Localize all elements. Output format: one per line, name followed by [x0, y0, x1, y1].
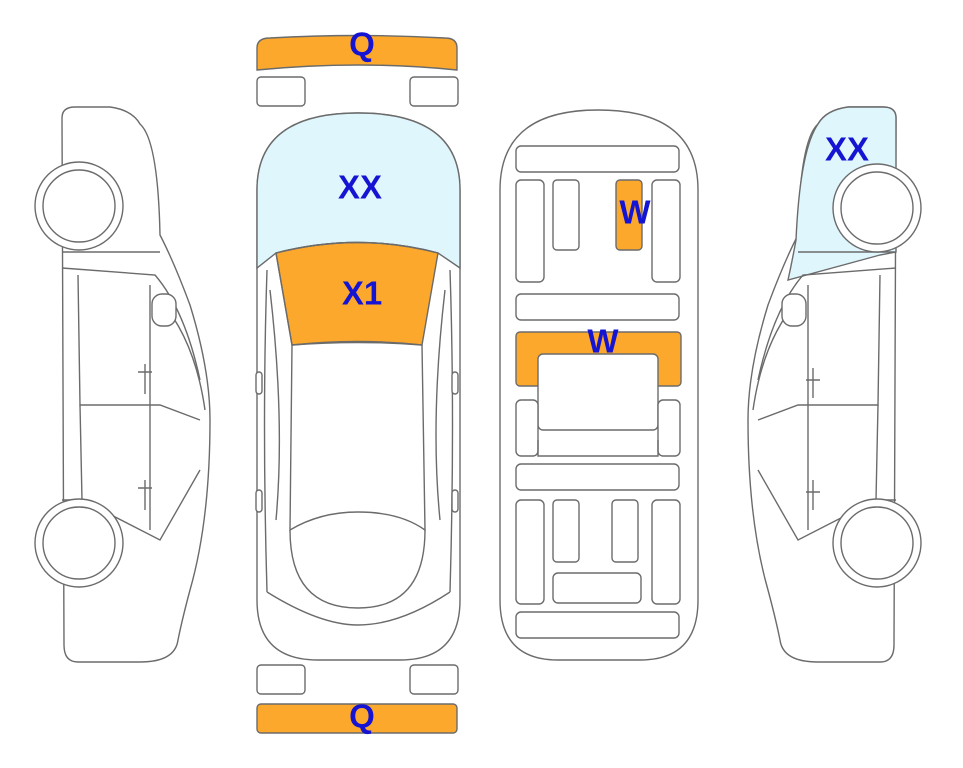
left-side-mirror [151, 293, 177, 327]
top-view-glass-outline [275, 241, 439, 254]
left-side-wheel-front-inner [42, 169, 116, 243]
rear-bumper-label: Q [349, 698, 375, 735]
interior-dashboard [515, 145, 680, 173]
interior-front-seat-left-outer [515, 179, 545, 283]
interior-rear-panel-join [537, 440, 659, 457]
top-view-rear-lines [266, 591, 451, 626]
front-bumper-area [256, 34, 458, 71]
top-view [255, 34, 461, 734]
right-side-wheel-rear-inner [840, 506, 914, 580]
right-side-view [747, 106, 922, 663]
interior-front-seat-left-inner [552, 179, 580, 251]
top-view-side-left [263, 269, 268, 593]
front-bumper-label: Q [349, 26, 375, 63]
top-view-mirror-left [255, 371, 263, 395]
right-side-handle-rear [806, 480, 820, 510]
top-view-fender-left [269, 289, 281, 521]
interior-rear-panel-right [657, 399, 681, 457]
interior-row-label: W [587, 323, 619, 360]
interior-rear-bench [552, 572, 642, 604]
interior-trunk [515, 611, 680, 639]
interior-rear-panel-left [515, 399, 539, 457]
interior-rear-seat-left-inner [552, 499, 580, 563]
front-light-right [409, 76, 459, 107]
right-side-mirror [781, 293, 807, 327]
left-side-door-front [77, 274, 201, 421]
interior-rear-seat-right-inner [611, 499, 639, 563]
left-side-beltline [61, 267, 201, 381]
right-side-handle-front [806, 368, 820, 398]
windshield-label: XX [338, 169, 382, 206]
right-side-door-front [757, 274, 881, 421]
left-side-handle-rear [138, 480, 152, 510]
top-view-a-pillar-left [275, 252, 426, 532]
interior-console [515, 293, 680, 321]
left-side-wheel-rear-inner [42, 506, 116, 580]
interior-front-seat-right-inner [615, 179, 643, 251]
interior-view [499, 109, 699, 661]
top-view-fender-right [435, 289, 446, 521]
rear-bumper-area [256, 703, 458, 734]
right-side-door-rear [757, 404, 879, 541]
interior-rear-seat-right-outer [651, 499, 681, 605]
interior-rear-seat-left-outer [515, 499, 545, 605]
front-light-left [256, 76, 306, 107]
right-side-glass-label: XX [825, 131, 869, 168]
rear-light-right [409, 664, 459, 695]
top-view-mirror-right [451, 371, 459, 395]
top-view-roof-line [291, 340, 423, 346]
right-side-beltline [757, 267, 897, 381]
interior-center-panel [537, 353, 659, 431]
rear-light-left [256, 664, 306, 695]
hood-label: X1 [342, 275, 382, 312]
left-side-handle-front [138, 364, 152, 394]
interior-front-seat-right-outer [651, 179, 681, 283]
left-side-door-rear [79, 404, 201, 541]
top-view-side-right [449, 269, 454, 593]
right-side-wheel-front-inner [840, 171, 914, 245]
top-view-handle-right [451, 489, 459, 513]
interior-rear-bar [515, 463, 680, 491]
top-view-handle-left [255, 489, 263, 513]
top-view-rear-window [289, 529, 426, 609]
damage-labels: Q XX X1 Q W W XX [338, 26, 869, 735]
left-side-view [34, 106, 211, 663]
interior-seat-label: W [619, 194, 651, 231]
